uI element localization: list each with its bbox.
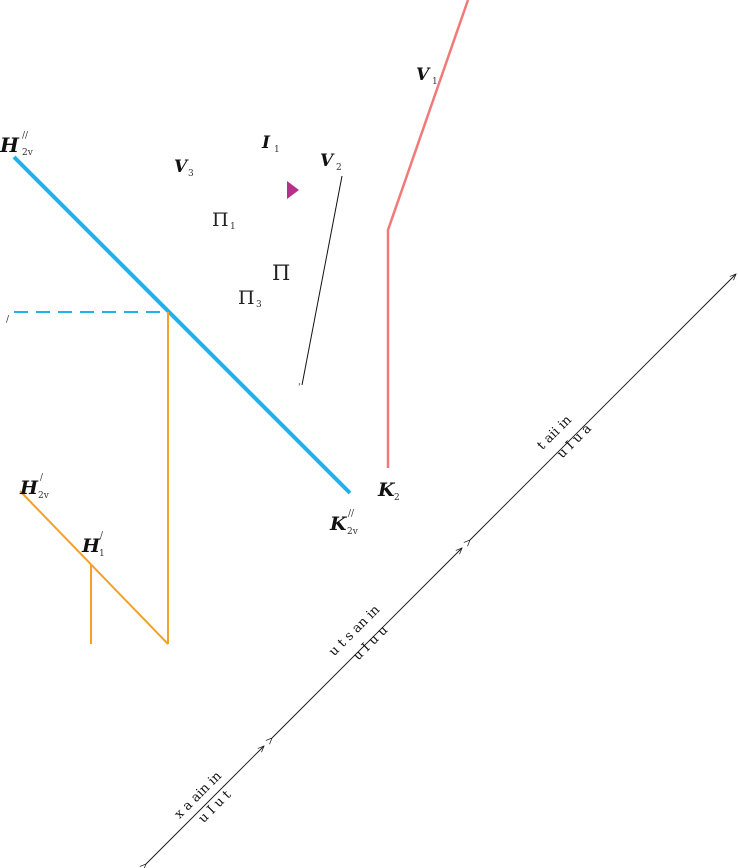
label-k2v-double-prime: K 2v //	[329, 509, 359, 537]
svg-text:V: V	[174, 157, 189, 177]
label-h2v-prime: H 2v /	[19, 473, 50, 501]
svg-text:3: 3	[188, 169, 194, 179]
magenta-mark	[287, 181, 299, 199]
svg-text:H: H	[0, 133, 20, 157]
svg-text:H: H	[81, 535, 101, 557]
svg-text:1: 1	[274, 145, 280, 155]
svg-text:1: 1	[230, 222, 236, 232]
label-h1-prime: H 1 /	[81, 531, 105, 559]
svg-text:I: I	[261, 133, 271, 153]
label-pi-green: Π	[272, 261, 290, 285]
tick-small-mark: '	[298, 383, 300, 393]
svg-text:1: 1	[99, 549, 105, 559]
svg-text:V: V	[416, 65, 431, 85]
orange-diagonal	[19, 490, 169, 645]
red-polyline	[386, 0, 470, 468]
svg-text:2v: 2v	[22, 148, 34, 158]
svg-text:/: /	[40, 473, 44, 483]
svg-text:2: 2	[394, 493, 400, 503]
dimension-text-lower: x a ain in u I u t	[172, 768, 235, 826]
label-k2: K 2	[377, 479, 400, 503]
label-v1: V 1	[416, 65, 438, 87]
svg-text://: //	[348, 509, 355, 519]
dimension-line-upper	[470, 274, 736, 540]
thin-black-line	[301, 175, 343, 386]
label-v2: V 2	[320, 151, 342, 173]
label-pi1: Π 1	[212, 209, 236, 232]
svg-text:V: V	[320, 151, 335, 171]
svg-text:3: 3	[256, 300, 262, 310]
svg-text:Π: Π	[212, 209, 229, 231]
svg-text://: //	[22, 131, 29, 141]
dimension-line-lower	[146, 746, 264, 864]
svg-text:2: 2	[336, 163, 342, 173]
label-pi3: Π 3	[238, 287, 262, 310]
label-v3: V 3	[174, 157, 194, 179]
svg-text:Π: Π	[238, 287, 255, 309]
svg-text:1: 1	[432, 77, 438, 87]
svg-text:K: K	[377, 479, 396, 501]
svg-text:2v: 2v	[347, 527, 359, 537]
label-i1: I 1	[261, 133, 280, 155]
svg-text:K: K	[329, 513, 348, 535]
label-h2v-double-prime: H 2v //	[0, 131, 34, 158]
dimension-line-middle	[272, 548, 462, 738]
blue-diagonal-line	[12, 155, 352, 495]
svg-text:2v: 2v	[38, 491, 50, 501]
svg-text:/: /	[100, 531, 104, 541]
tick-left-mark: /	[6, 315, 10, 325]
svg-text:H: H	[19, 477, 39, 499]
dimension-text-upper: t aii in u I u a	[535, 412, 595, 461]
dimension-text-middle: u t s an in u I u u	[326, 602, 391, 664]
